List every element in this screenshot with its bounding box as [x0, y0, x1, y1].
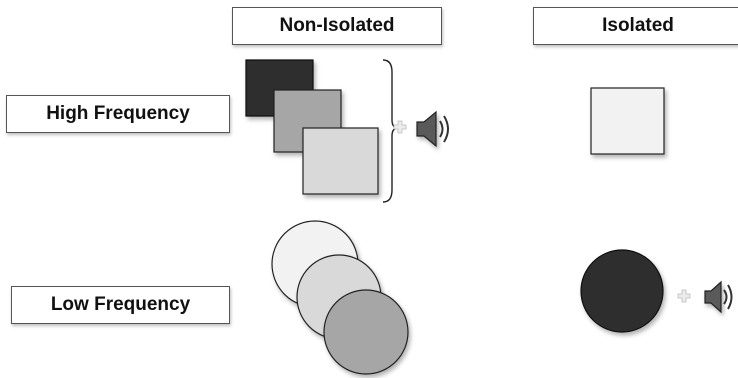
plus-icon: [677, 289, 691, 303]
speaker-icon: [416, 110, 449, 148]
non-isolated-squares: [245, 59, 379, 195]
plus-icon: [393, 120, 407, 134]
isolated-circle: [580, 249, 664, 333]
low-frequency-label: Low Frequency: [11, 286, 230, 324]
high-frequency-label: High Frequency: [6, 95, 230, 133]
curly-brace: [382, 59, 399, 203]
isolated-square: [590, 87, 665, 155]
square-light: [302, 127, 379, 195]
circle-mid: [323, 289, 409, 375]
isolated-header: Isolated: [533, 7, 738, 45]
speaker-icon: [704, 280, 733, 314]
non-isolated-circles: [271, 220, 409, 375]
non-isolated-header: Non-Isolated: [232, 7, 442, 45]
